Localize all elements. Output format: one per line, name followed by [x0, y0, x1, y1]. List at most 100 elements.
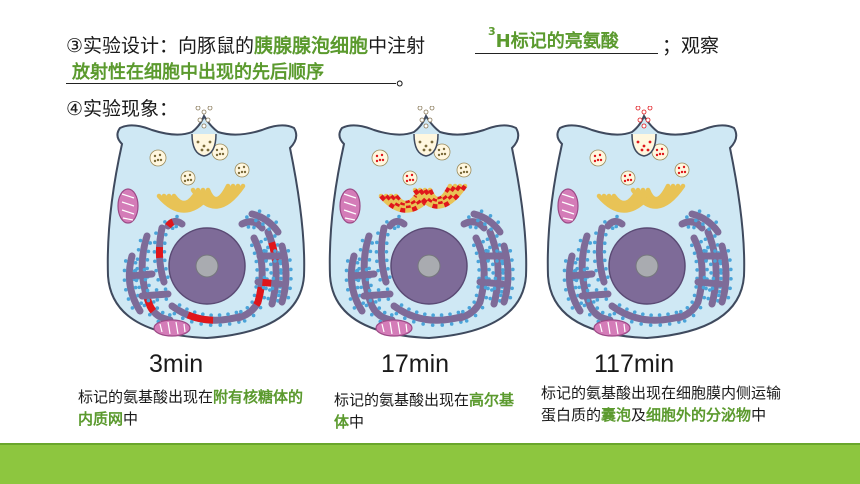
er-tubule: [238, 218, 266, 232]
ribosome-dot: [595, 298, 600, 302]
cell-diagram-3min: [106, 106, 306, 340]
ribosome-dot: [586, 249, 591, 254]
vesicle-content: [459, 166, 463, 170]
vesicle-content: [593, 159, 597, 163]
ribosome-dot: [174, 224, 179, 229]
labelled-er-segment: [165, 217, 185, 229]
ribosome-dot: [604, 297, 609, 301]
vesicle-content: [188, 173, 192, 177]
vesicle-content: [629, 178, 633, 182]
ribosome-dot: [498, 293, 503, 298]
ribosome-dot: [250, 243, 254, 248]
ribosome-dot: [511, 267, 515, 272]
vesicle-content: [680, 170, 684, 174]
ribosome-dot: [170, 226, 175, 230]
ribosome-dot: [487, 267, 491, 272]
vesicle-content: [599, 158, 603, 162]
mitochondrion: [375, 319, 413, 337]
labelled-er-segment: [257, 278, 281, 288]
ribosome-dot: [431, 313, 435, 317]
er-tubule: [566, 270, 596, 280]
ribosome-dot: [148, 241, 153, 245]
ribosome-dot: [479, 209, 484, 213]
vesicle: [234, 162, 250, 178]
secretory-content: [208, 140, 212, 144]
ribosome-dot: [704, 259, 708, 263]
ribosome-dot: [694, 259, 699, 264]
ribosome-dot: [133, 260, 138, 265]
ribosome-dot: [472, 243, 476, 248]
er-tubule: [278, 242, 290, 306]
time-label-17min: 17min: [381, 350, 450, 378]
labelled-golgi-segment: [384, 194, 428, 211]
ribosome-dot: [490, 288, 494, 292]
answer-1-text: H标记的亮氨酸: [495, 31, 619, 52]
vesicle-content: [159, 158, 163, 162]
vesicle-content: [242, 165, 246, 169]
ribosome-dot: [286, 248, 291, 253]
er-tubule: [264, 228, 280, 308]
ribosome-dot: [242, 319, 247, 323]
ribosome-dot: [484, 295, 489, 300]
ribosome-dot: [489, 227, 493, 231]
secreted-granule: [417, 106, 423, 111]
vesicle-content: [462, 170, 466, 174]
ribosome-dot: [142, 267, 147, 272]
ribosome-dot: [582, 303, 587, 308]
ribosome-dot: [496, 220, 501, 224]
labelled-golgi-segment: [427, 184, 453, 202]
ribosome-dot: [146, 249, 151, 254]
secreted-granule: [427, 117, 433, 123]
ribosome-dot: [472, 300, 476, 304]
ribosome-dot: [439, 313, 444, 317]
ribosome-dot: [699, 239, 703, 244]
ribosome-dot: [145, 266, 149, 271]
vesicle-content: [465, 170, 469, 174]
ribosome-dot: [448, 312, 452, 316]
ribosome-dot: [162, 249, 167, 254]
vesicle-content: [628, 173, 632, 177]
vesicle-content: [405, 174, 409, 178]
ribosome-dot: [492, 286, 497, 291]
secretory-content: [202, 144, 206, 148]
ribosome-dot: [154, 288, 159, 292]
ribosome-dot: [583, 277, 588, 282]
design-suffix: ；观察: [662, 35, 720, 57]
secretory-content: [642, 144, 646, 148]
vesicle: [149, 149, 167, 167]
ribosome-dot: [495, 234, 499, 238]
ribosome-dot: [592, 250, 597, 254]
ribosome-dot: [474, 251, 479, 256]
ribosome-dot: [369, 312, 374, 317]
golgi-cisterna: [630, 183, 686, 209]
ribosome-dot: [501, 268, 505, 272]
ribosome-dot: [199, 322, 203, 326]
ribosome-dot: [264, 259, 268, 263]
answer-blank-1: [475, 53, 658, 54]
golgi-cisterna: [412, 183, 468, 209]
vesicle-content: [183, 174, 187, 178]
ribosome-dot: [274, 220, 279, 224]
time-label-3min: 3min: [149, 350, 204, 378]
secretory-content: [196, 140, 200, 144]
ribosome-dot: [706, 214, 711, 218]
er-tubule: [460, 218, 488, 232]
ribosome-dot: [266, 296, 270, 301]
mitochondrion: [117, 188, 139, 224]
ribosome-dot: [180, 316, 185, 321]
ribosome-dot: [359, 285, 364, 290]
secreted-granule: [423, 123, 429, 129]
ribosome-dot: [481, 239, 485, 244]
vesicle-content: [442, 147, 446, 151]
ribosome-dot: [717, 289, 722, 294]
ribosome-dot: [615, 214, 619, 219]
er-tubule: [688, 210, 722, 236]
ribosome-dot: [261, 285, 266, 290]
ribosome-dot: [706, 245, 710, 250]
ribosome-dot: [562, 268, 567, 273]
ribosome-dot: [355, 260, 360, 265]
vesicle-content: [443, 152, 447, 156]
ribosome-dot: [588, 241, 593, 245]
ribosome-dot: [639, 322, 643, 326]
ribosome-dot: [594, 268, 598, 273]
